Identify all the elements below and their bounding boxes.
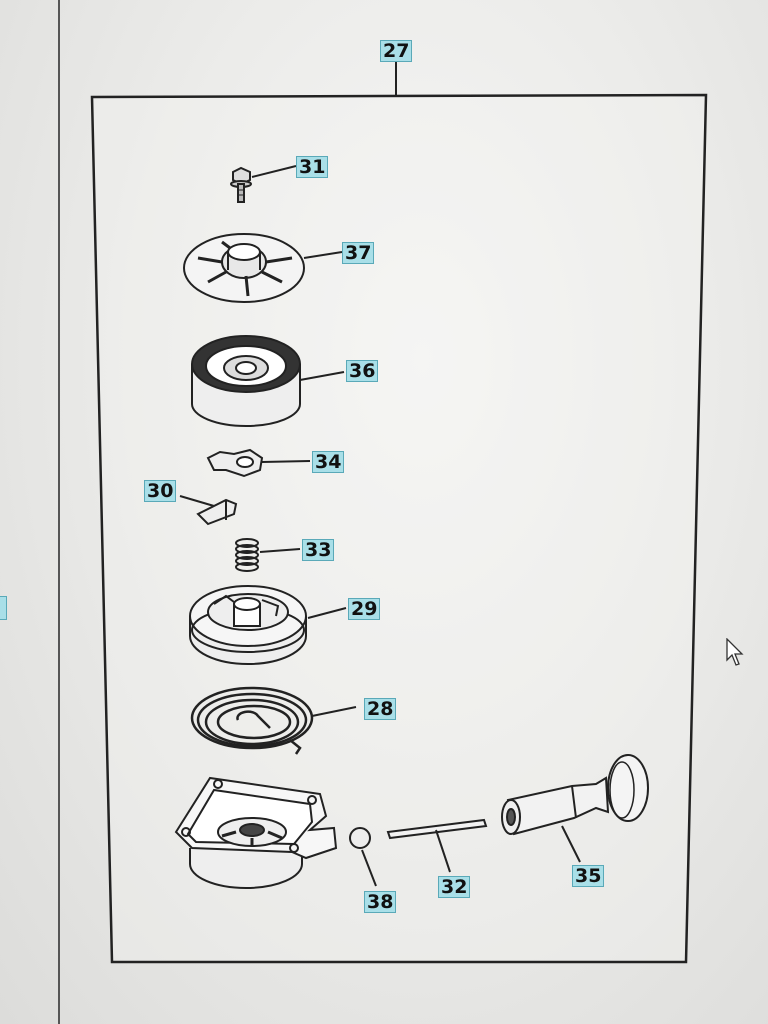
edge-callout-fragment: [0, 596, 7, 620]
bolt-part: [230, 166, 252, 203]
pin-part: [196, 498, 238, 526]
handle-part: [501, 754, 649, 836]
callout-33: 33: [302, 539, 335, 561]
mouse-cursor-icon: [726, 638, 744, 666]
cover-plate-part: [183, 233, 305, 303]
leader-37: [303, 251, 343, 259]
callout-34: 34: [312, 451, 345, 473]
callout-35: 35: [572, 865, 605, 887]
callout-31: 31: [296, 156, 329, 178]
leader-30: [179, 495, 215, 507]
callout-36: 36: [346, 360, 379, 382]
callout-38: 38: [364, 891, 397, 913]
callout-30: 30: [144, 480, 177, 502]
callout-32: 32: [438, 876, 471, 898]
callout-27: 27: [380, 40, 413, 62]
leader-34: [261, 460, 311, 463]
leader-32: [435, 829, 451, 873]
callout-37: 37: [342, 242, 375, 264]
leader-33: [259, 548, 301, 553]
callout-28: 28: [364, 698, 397, 720]
leader-29: [307, 607, 347, 619]
leader-35: [561, 825, 581, 863]
leader-38: [361, 849, 377, 887]
leader-28: [311, 706, 357, 717]
callout-29: 29: [348, 598, 381, 620]
leader-36: [299, 371, 345, 381]
rope-part: [386, 818, 488, 840]
ratchet-part: [206, 448, 264, 478]
spring-cassette-part: [191, 335, 301, 427]
housing-part: [174, 776, 338, 889]
small-spring-part: [235, 538, 259, 572]
pulley-part: [189, 585, 307, 665]
leader-31: [251, 165, 297, 178]
recoil-spring-part: [190, 686, 314, 755]
page-edge-left: [58, 0, 60, 1024]
ball-part: [349, 827, 371, 849]
